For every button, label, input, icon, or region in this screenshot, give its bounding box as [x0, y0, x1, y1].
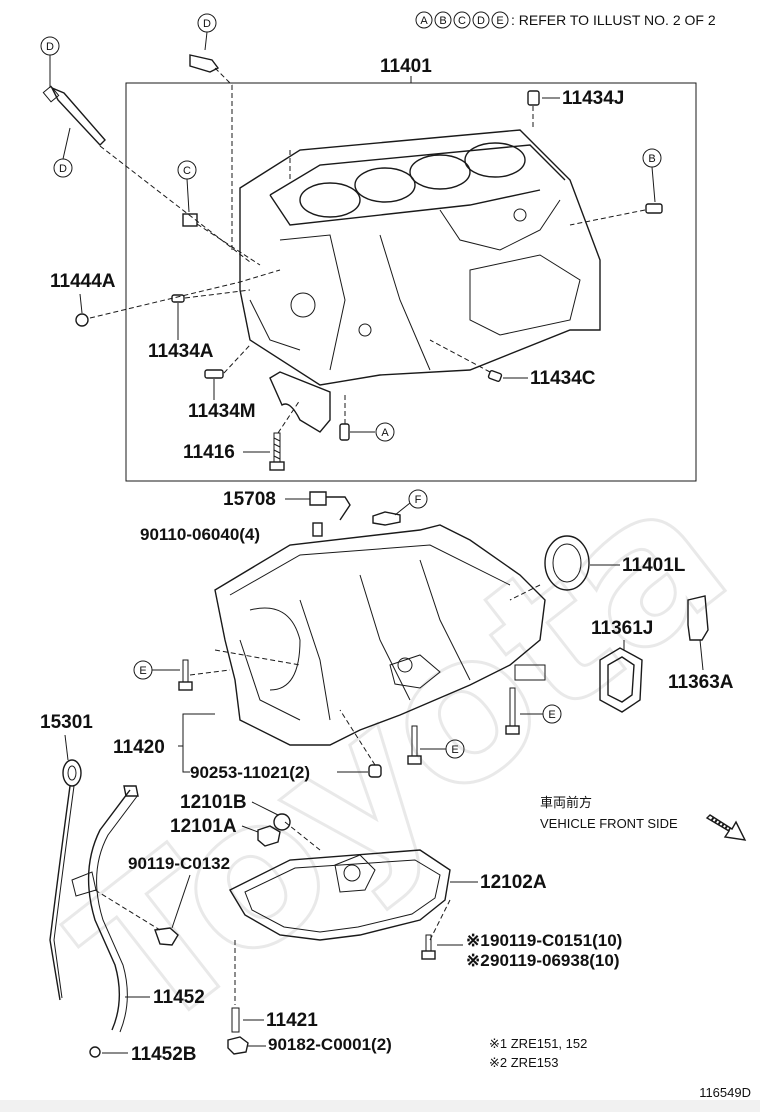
label-90253-11021[interactable]: 90253-11021(2) — [190, 763, 310, 782]
svg-text:D: D — [203, 18, 211, 30]
label-11434c[interactable]: 11434C — [530, 368, 596, 389]
svg-text:D: D — [59, 163, 67, 175]
label-15301[interactable]: 15301 — [40, 712, 93, 733]
bearing-cap-drawing — [269, 371, 331, 433]
label-11420[interactable]: 11420 — [113, 737, 165, 758]
mark-1: ※1 — [466, 931, 490, 950]
footer-bar — [0, 1100, 760, 1112]
oil-pan-12102a-drawing — [229, 849, 451, 941]
bolt-e1-drawing — [178, 659, 193, 691]
plug-c-drawing — [182, 213, 198, 227]
label-90119-c0151[interactable]: 90119-C0151(10) — [490, 931, 622, 950]
callout-a: A — [375, 422, 395, 442]
pin-b-drawing — [645, 203, 663, 214]
header-marker-b: B — [434, 11, 452, 29]
label-11434m[interactable]: 11434M — [188, 401, 256, 422]
label-11434j[interactable]: 11434J — [562, 88, 624, 109]
svg-text:D: D — [46, 41, 54, 53]
mark-2: ※2 — [466, 951, 490, 970]
label-11401[interactable]: 11401 — [380, 56, 432, 77]
label-90182-c0001[interactable]: 90182-C0001(2) — [268, 1035, 392, 1054]
bolt-90119-c0132-drawing — [154, 927, 179, 946]
o-ring-11444a-drawing — [75, 313, 89, 327]
label-12101b[interactable]: 12101B — [180, 792, 247, 813]
svg-text:F: F — [415, 494, 422, 506]
label-11444a[interactable]: 11444A — [50, 271, 116, 292]
bolt-11416-drawing — [269, 432, 285, 471]
bolt-pan-drawing — [421, 934, 436, 960]
label-90119-06938[interactable]: 90119-06938(10) — [490, 951, 620, 970]
label-12101a[interactable]: 12101A — [170, 816, 237, 837]
oil-seal-11401l-drawing — [544, 535, 590, 591]
svg-text:D: D — [477, 15, 485, 27]
label-90110-06040[interactable]: 90110-06040(4) — [140, 525, 260, 544]
o-ring-11452b-drawing — [89, 1046, 101, 1058]
svg-text:A: A — [381, 427, 389, 439]
crankcase-11420-drawing — [214, 524, 546, 746]
oil-gauge-guide-11452-drawing — [71, 785, 139, 1033]
bolt-e3-drawing — [407, 725, 422, 765]
label-11434a[interactable]: 11434A — [148, 341, 214, 362]
nut-90182-drawing — [227, 1036, 249, 1055]
oil-nozzle-15708-drawing — [309, 491, 351, 521]
header-marker-a: A — [415, 11, 433, 29]
header-legend: A B C D E : REFER TO ILLUST NO. 2 OF 2 — [415, 11, 716, 29]
svg-text:C: C — [458, 15, 466, 27]
header-marker-e: E — [491, 11, 509, 29]
svg-text:E: E — [496, 15, 503, 27]
front-note-jp: 車両前方 — [540, 795, 592, 810]
svg-text:B: B — [648, 153, 655, 165]
gasket-12101b-drawing — [273, 813, 291, 831]
cylinder-block — [239, 129, 601, 386]
label-11401l[interactable]: 11401L — [622, 555, 686, 576]
pin-11434j-drawing — [527, 90, 540, 106]
bolt-f-drawing — [372, 511, 401, 526]
callout-d-2: D — [53, 158, 73, 178]
header-marker-c: C — [453, 11, 471, 29]
callout-f: F — [408, 489, 428, 509]
callout-c: C — [177, 160, 197, 180]
front-note-en: VEHICLE FRONT SIDE — [540, 816, 678, 831]
bolt-e2-drawing — [505, 687, 520, 735]
pin-11434a-drawing — [171, 294, 185, 303]
svg-text:E: E — [139, 665, 146, 677]
cover-11363a-drawing — [687, 595, 709, 641]
label-11363a[interactable]: 11363A — [668, 672, 734, 693]
label-90119-c0132[interactable]: 90119-C0132 — [128, 854, 230, 873]
header-refer-text: : REFER TO ILLUST NO. 2 OF 2 — [511, 12, 716, 28]
callout-b: B — [642, 148, 662, 168]
label-11361j[interactable]: 11361J — [591, 618, 653, 639]
callout-d-3: D — [197, 13, 217, 33]
bolt-90110-drawing — [312, 522, 323, 537]
diagram-id: 116549D — [699, 1085, 751, 1100]
front-arrow-icon — [705, 814, 747, 841]
label-11416[interactable]: 11416 — [183, 442, 235, 463]
pin-a-drawing — [339, 423, 350, 441]
label-11421[interactable]: 11421 — [266, 1010, 318, 1031]
svg-text:A: A — [420, 15, 428, 27]
callout-e-1: E — [133, 660, 153, 680]
svg-text:E: E — [548, 709, 555, 721]
pin-11434m-drawing — [204, 369, 224, 379]
header-marker-d: D — [472, 11, 490, 29]
label-12102a[interactable]: 12102A — [480, 872, 547, 893]
stud-11421-drawing — [231, 1007, 240, 1033]
svg-text:C: C — [183, 165, 191, 177]
footnote-1: ※1 ZRE151, 152 — [489, 1036, 587, 1051]
gasket-11361j-drawing — [599, 647, 643, 713]
callout-d-1: D — [40, 36, 60, 56]
oil-level-gauge-15301-drawing — [49, 759, 82, 1001]
sensor-fitting-top — [189, 54, 220, 73]
svg-text:E: E — [451, 744, 458, 756]
label-11452[interactable]: 11452 — [153, 987, 205, 1008]
drain-plug-12101a-drawing — [257, 825, 281, 847]
footnote-2: ※2 ZRE153 — [489, 1055, 558, 1070]
svg-text:B: B — [439, 15, 446, 27]
label-11452b[interactable]: 11452B — [131, 1044, 197, 1065]
oil-gauge-guide-upper — [50, 86, 106, 147]
pin-11434c-drawing — [487, 370, 503, 382]
label-15708[interactable]: 15708 — [223, 489, 276, 510]
